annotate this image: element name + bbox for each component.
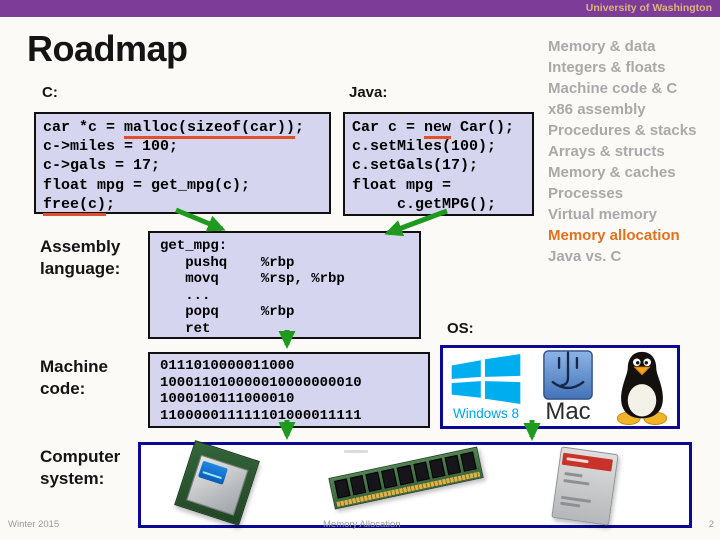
code-line: 100011010000010000000010	[160, 374, 362, 391]
intel-badge-line	[202, 471, 223, 480]
assembly-code: get_mpg: pushq %rbp movq %rsp, %rbp ... …	[160, 238, 409, 338]
code-line: pushq %rbp	[160, 254, 295, 271]
c-code-box: car *c = malloc(sizeof(car));c->miles = …	[34, 112, 331, 216]
page-title: Roadmap	[27, 28, 188, 69]
sidebar-topic: Arrays & structs	[548, 143, 665, 160]
c-code: car *c = malloc(sizeof(car));c->miles = …	[43, 118, 322, 216]
image-watermark	[344, 450, 368, 453]
sidebar-topic: Integers & floats	[548, 59, 666, 76]
sidebar-topic: Java vs. C	[548, 248, 622, 265]
machine-section-label: Machine code:	[40, 357, 109, 398]
mac-logo: Mac	[543, 350, 593, 424]
code-line: ret	[160, 320, 211, 337]
windows-label: Windows 8	[452, 406, 520, 421]
windows-logo: Windows 8	[449, 353, 523, 421]
tux-logo	[613, 349, 671, 425]
university-banner: University of Washington	[0, 0, 720, 17]
mac-label: Mac	[545, 398, 591, 425]
sidebar-topic: Procedures & stacks	[548, 122, 697, 139]
code-line: c.setGals(17);	[352, 157, 479, 175]
footer-term: Winter 2015	[8, 519, 60, 530]
code-line: 1000100111000010	[160, 391, 295, 407]
c-section-label: C:	[42, 84, 58, 101]
os-box: Windows 8 Mac	[440, 345, 680, 429]
code-line: float mpg =	[352, 176, 452, 194]
os-section-label: OS:	[447, 320, 474, 337]
sidebar-topic: x86 assembly	[548, 101, 646, 118]
code-line: free(c);	[43, 195, 322, 216]
java-code-box: Car c = new Car();c.setMiles(100);c.setG…	[343, 112, 534, 216]
code-line: Car c = new Car();	[352, 118, 525, 139]
computer-section-label: Computer system:	[40, 447, 121, 488]
code-line: c.getMPG();	[352, 195, 497, 213]
assembly-section-label: Assembly language:	[40, 237, 121, 278]
sidebar-topic: Virtual memory	[548, 206, 657, 223]
code-line: c->miles = 100;	[43, 138, 179, 156]
linux-tux-icon	[616, 351, 668, 425]
cpu-heat-spreader	[186, 454, 249, 516]
mac-finder-icon	[543, 350, 593, 400]
code-line: ...	[160, 287, 211, 304]
sidebar-topic: Processes	[548, 185, 624, 202]
sidebar-topic: Memory allocation	[548, 227, 680, 244]
footer-page-number: 2	[708, 519, 714, 530]
intel-badge	[197, 460, 228, 485]
java-section-label: Java:	[349, 84, 388, 101]
sidebar-topic: Memory & data	[548, 38, 656, 55]
code-line: car *c = malloc(sizeof(car));	[43, 118, 322, 139]
windows-8-icon	[451, 354, 521, 404]
code-line: c.setMiles(100);	[352, 138, 497, 156]
code-line: float mpg = get_mpg(c);	[43, 176, 251, 194]
university-banner-text: University of Washington	[585, 2, 712, 14]
sidebar-topic: Machine code & C	[548, 80, 678, 97]
assembly-code-box: get_mpg: pushq %rbp movq %rsp, %rbp ... …	[148, 231, 421, 339]
code-line: popq %rbp	[160, 304, 295, 321]
hard-drive-label-band	[561, 452, 613, 472]
code-line: 0111010000011000	[160, 358, 295, 374]
code-line: 110000011111101000011111	[160, 407, 362, 424]
code-line: get_mpg:	[160, 238, 228, 254]
java-code: Car c = new Car();c.setMiles(100);c.setG…	[352, 118, 525, 214]
code-line: c->gals = 17;	[43, 157, 161, 175]
sidebar-topic: Memory & caches	[548, 164, 676, 181]
code-line: movq %rsp, %rbp	[160, 271, 345, 288]
hard-drive-image	[551, 446, 619, 526]
footer-lecture-title: Memory Allocation	[323, 519, 401, 530]
